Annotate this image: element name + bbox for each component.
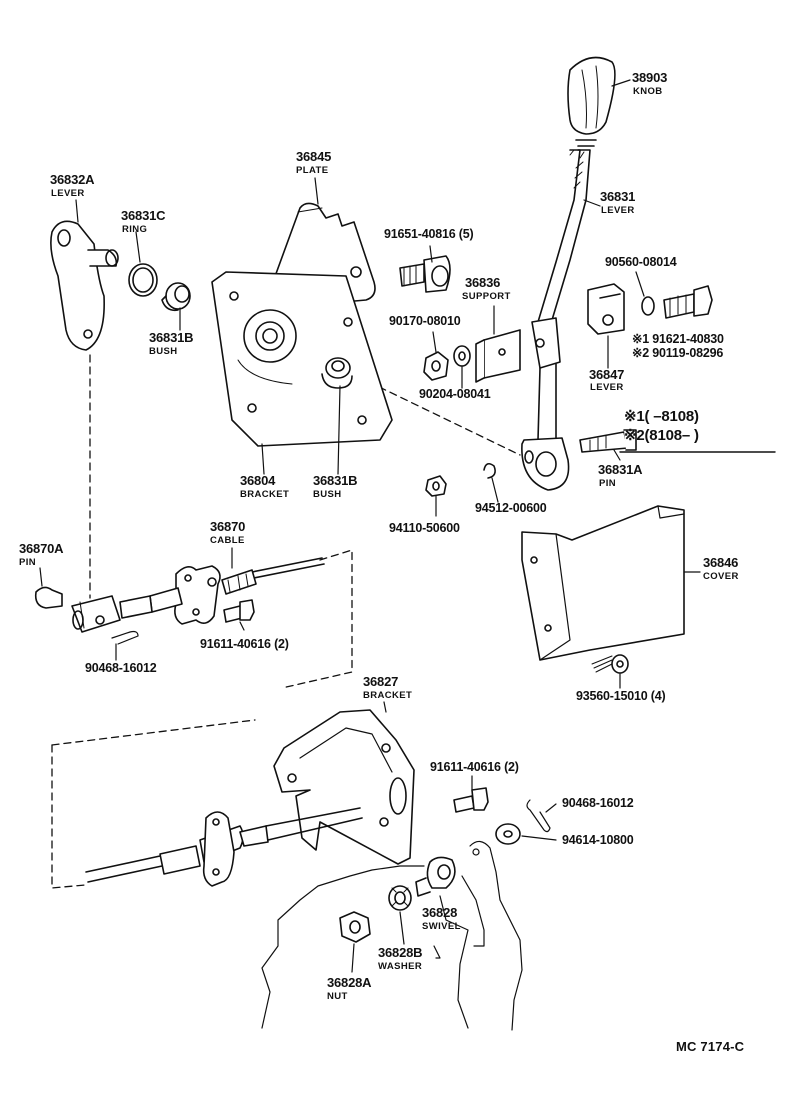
label-38903-number: 38903 — [632, 70, 668, 85]
bush-center-drawing — [321, 357, 353, 389]
label-36827-name: BRACKET — [363, 690, 413, 701]
lever-a-drawing — [50, 220, 119, 351]
label-36836-number: 36836 — [465, 275, 501, 290]
transmission-housing-outline — [261, 840, 523, 1031]
label-36831A-name: PIN — [599, 478, 617, 489]
label-36828-number: 36828 — [422, 905, 458, 920]
shift-lever-drawing — [521, 149, 591, 491]
support-drawing — [475, 329, 521, 383]
bolt-91611-b-drawing — [453, 787, 489, 813]
note-2: ※2(8108– ) — [624, 427, 699, 444]
label-94614-10800: 94614-10800 — [562, 833, 634, 847]
bracket-upper-drawing — [211, 271, 393, 447]
cable-lower-drawing — [85, 807, 363, 887]
label-36828B-name: WASHER — [378, 961, 423, 972]
bolt-top-drawing — [399, 255, 451, 293]
clevis-drawing — [71, 595, 121, 633]
label-36870A-number: 36870A — [19, 541, 64, 556]
label-36804-name: BRACKET — [240, 489, 290, 500]
figure-code: MC 7174-C — [676, 1039, 745, 1054]
label-36828A-number: 36828A — [327, 975, 372, 990]
clip-90468-b-drawing — [526, 799, 551, 833]
label-91611-40616-b: 91611-40616 (2) — [430, 760, 519, 774]
label-36870-name: CABLE — [210, 535, 245, 546]
bolt-91621-drawing — [663, 285, 713, 319]
label-36870-number: 36870 — [210, 519, 246, 534]
washer-90560-drawing — [641, 296, 655, 316]
bracket-lower-drawing — [273, 709, 415, 865]
cover-drawing — [521, 505, 685, 661]
screw-93560-drawing — [591, 654, 629, 674]
label-36827-number: 36827 — [363, 674, 399, 689]
cable-upper-drawing — [119, 557, 325, 625]
label-90170-08010: 90170-08010 — [389, 314, 461, 328]
label-36845-name: PLATE — [296, 165, 329, 176]
label-94110-50600: 94110-50600 — [389, 521, 460, 535]
knob-drawing — [567, 56, 616, 147]
label-91621-40830: ※1 91621-40830 — [632, 332, 724, 346]
label-36831B-center-number: 36831B — [313, 473, 358, 488]
label-36832A-name: LEVER — [51, 188, 85, 199]
nut-94110-drawing — [425, 475, 447, 497]
clip-94512-drawing — [483, 462, 496, 479]
note-1: ※1( –8108) — [624, 408, 699, 425]
bolt-91611-a-drawing — [223, 599, 255, 623]
label-94512-00600: 94512-00600 — [475, 501, 547, 515]
label-90204-08041: 90204-08041 — [419, 387, 491, 401]
label-36828B-number: 36828B — [378, 945, 423, 960]
label-36831B-left-name: BUSH — [149, 346, 178, 357]
washer-94614-drawing — [495, 823, 521, 845]
bush-left-drawing — [161, 282, 191, 312]
label-91651-40816: 91651-40816 (5) — [384, 227, 474, 241]
pin-b-drawing — [34, 586, 63, 609]
ring-drawing — [128, 263, 158, 297]
label-91611-40616-a: 91611-40616 (2) — [200, 637, 289, 651]
label-36847-number: 36847 — [589, 367, 625, 382]
label-36831B-center-name: BUSH — [313, 489, 342, 500]
washer-36828B-drawing — [388, 885, 412, 911]
label-36832A-number: 36832A — [50, 172, 95, 187]
label-36846-number: 36846 — [703, 555, 739, 570]
label-36845-number: 36845 — [296, 149, 332, 164]
label-36836-name: SUPPORT — [462, 291, 511, 302]
nut-90170-drawing — [423, 351, 449, 381]
label-36831B-left-number: 36831B — [149, 330, 194, 345]
label-38903-name: KNOB — [633, 86, 663, 97]
label-36870A-name: PIN — [19, 557, 37, 568]
leader-lines — [39, 79, 701, 973]
lever-b-drawing — [587, 283, 625, 335]
clip-90468-a-drawing — [111, 630, 139, 645]
label-90468-16012-b: 90468-16012 — [562, 796, 634, 810]
label-90468-16012-a: 90468-16012 — [85, 661, 157, 675]
label-36831A-number: 36831A — [598, 462, 643, 477]
label-36828A-name: NUT — [327, 991, 348, 1002]
swivel-drawing — [415, 856, 456, 897]
label-36831C-number: 36831C — [121, 208, 166, 223]
label-93560-15010: 93560-15010 (4) — [576, 689, 666, 703]
label-36828-name: SWIVEL — [422, 921, 461, 932]
label-36846-name: COVER — [703, 571, 739, 582]
label-36831-name: LEVER — [601, 205, 635, 216]
label-90119-08296: ※2 90119-08296 — [632, 346, 724, 360]
label-36831C-name: RING — [122, 224, 148, 235]
washer-90204-drawing — [453, 345, 471, 367]
label-36831-number: 36831 — [600, 189, 636, 204]
nut-36828A-drawing — [339, 911, 371, 943]
label-36847-name: LEVER — [590, 382, 624, 393]
label-36804-number: 36804 — [240, 473, 276, 488]
label-90560-08014: 90560-08014 — [605, 255, 677, 269]
pin-a-drawing — [579, 429, 637, 453]
